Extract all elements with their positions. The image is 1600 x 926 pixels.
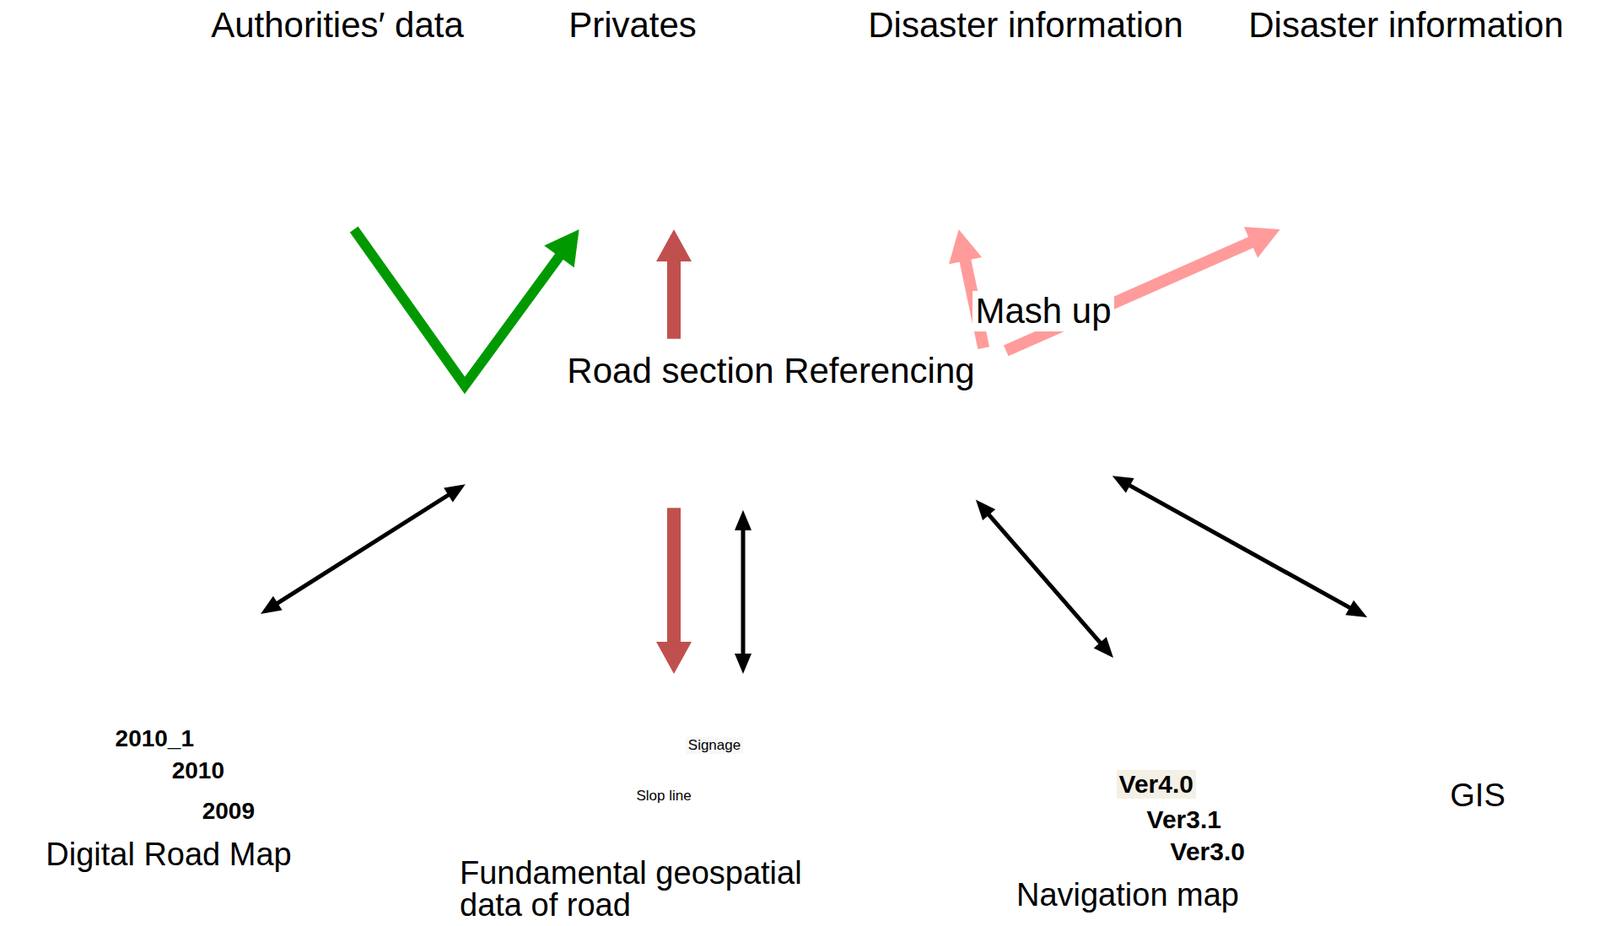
gis-map: GIS <box>1367 573 1588 766</box>
layer-label: Signage <box>685 737 744 755</box>
data-panel: Disaster information <box>1137 0 1577 230</box>
data-panel: Disaster information <box>801 0 1205 230</box>
version-label: Ver3.1 <box>1147 805 1222 836</box>
connector-line <box>988 514 1101 644</box>
data-panel: Privates <box>423 0 807 230</box>
mashup-label: Mash up <box>972 290 1114 332</box>
connector-line <box>741 529 746 655</box>
connector-arrow <box>354 229 580 386</box>
road-map-stack: 2010_120102009Digital Road Map <box>10 569 261 827</box>
version-label: Ver4.0 <box>1116 770 1196 800</box>
arrow-head <box>260 596 283 615</box>
version-label: 2010_1 <box>115 725 194 753</box>
data-panel: Authorities′ data <box>81 0 480 230</box>
arrow-head <box>1345 600 1368 618</box>
caption: Fundamental geospatial data of road <box>459 856 857 922</box>
layer-label: Slop line <box>633 787 694 805</box>
ellipse-title: Road section Referencing <box>566 350 975 392</box>
panel-heading: Authorities′ data <box>210 5 464 46</box>
arrow-head <box>656 641 692 674</box>
referencing-ellipse: Road section Referencing <box>342 336 1200 511</box>
connector-line <box>1129 484 1351 609</box>
connector-line <box>667 507 681 643</box>
arrow-head <box>1244 226 1281 259</box>
connector-line <box>667 260 681 340</box>
connector-line <box>276 495 449 604</box>
panel-heading: Privates <box>568 5 697 46</box>
arrow-head <box>975 500 996 522</box>
version-label: 2010 <box>172 757 225 785</box>
arrow-head <box>948 229 982 264</box>
connector-arrow <box>734 510 752 674</box>
arrow-head <box>734 653 752 674</box>
geospatial-layers: SignageSlop lineFundamental geospatial d… <box>448 673 879 852</box>
navigation-map-stack: Ver4.0Ver3.1Ver3.0Navigation map <box>990 657 1250 868</box>
connector-arrow <box>1006 226 1281 351</box>
version-label: Ver3.0 <box>1170 837 1245 868</box>
panel-heading: Disaster information <box>867 5 1183 46</box>
arrow-head <box>1093 636 1114 658</box>
connector-arrow <box>656 229 692 340</box>
arrow-head <box>656 229 692 262</box>
connector-arrow <box>260 484 466 615</box>
connector-arrow <box>1112 475 1368 618</box>
caption: Navigation map <box>1016 877 1240 915</box>
caption: GIS <box>1449 777 1505 815</box>
arrow-head <box>443 484 466 502</box>
connector-arrow <box>656 507 692 674</box>
connector-line <box>354 229 561 386</box>
version-label: 2009 <box>202 797 255 825</box>
arrow-head <box>544 229 579 268</box>
arrow-head <box>734 510 752 531</box>
mashup-ellipse: Mash up <box>898 279 1174 340</box>
panel-heading: Disaster information <box>1248 5 1563 46</box>
caption: Digital Road Map <box>45 836 291 874</box>
connector-arrow <box>975 500 1114 659</box>
arrow-head <box>1112 475 1135 493</box>
